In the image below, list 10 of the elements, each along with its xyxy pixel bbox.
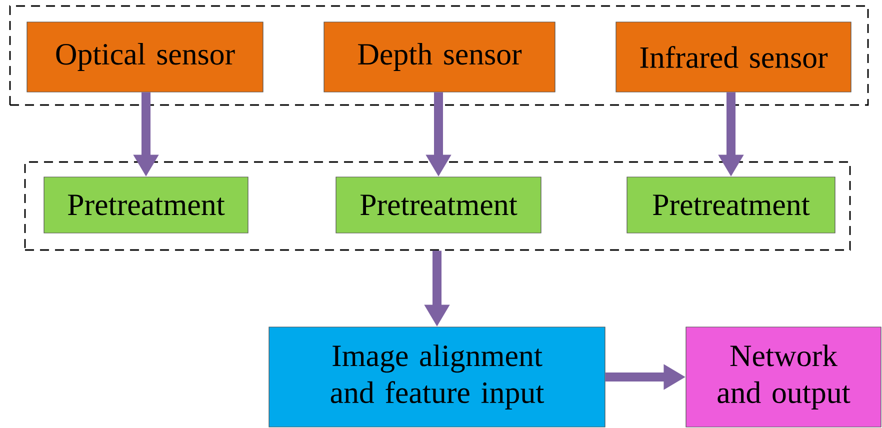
process-box: Image alignment and feature input (268, 326, 606, 428)
sensor-box: Optical sensor (26, 22, 264, 92)
sensor-box: Depth sensor (324, 22, 556, 92)
group-frame (24, 161, 851, 251)
process-box: Pretreatment (44, 176, 248, 234)
group-frame (9, 5, 869, 106)
process-box: Network and output (686, 326, 882, 428)
sensor-box: Infrared sensor (616, 22, 852, 92)
process-box: Pretreatment (626, 176, 836, 234)
process-box: Pretreatment (336, 176, 542, 234)
